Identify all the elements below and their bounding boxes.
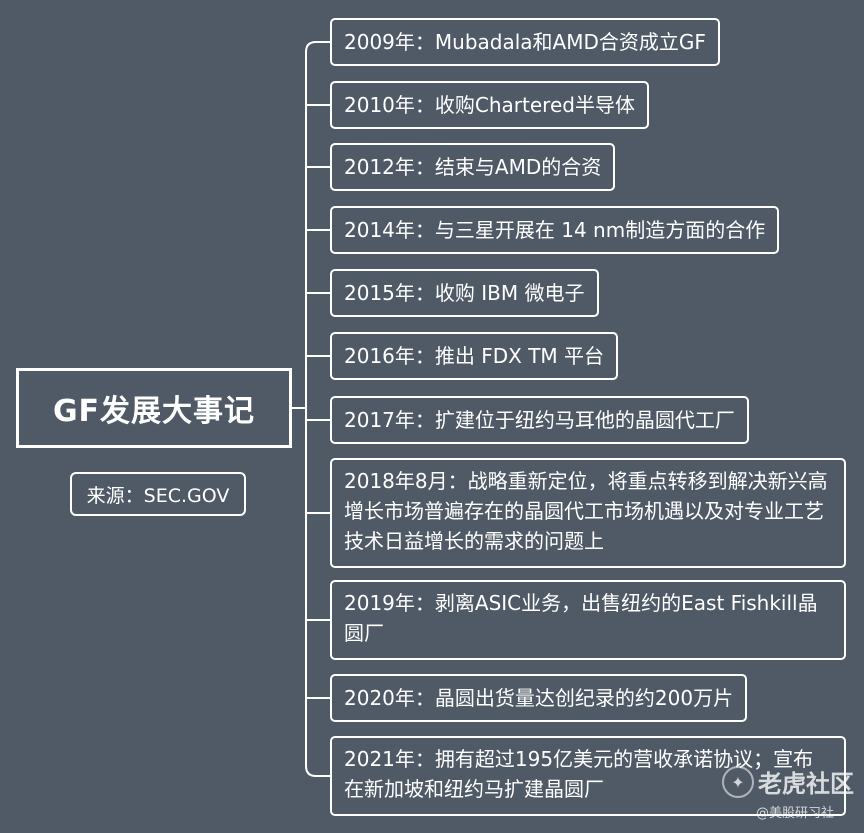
watermark-brand: 老虎社区	[758, 770, 854, 798]
tiger-logo-icon: ✦	[722, 766, 754, 798]
event-node-2016: 2016年：推出 FDX TM 平台	[330, 332, 619, 380]
source-label: 来源：SEC.GOV	[70, 472, 246, 516]
root-node-title: GF发展大事记	[16, 368, 292, 448]
event-node-2010: 2010年：收购Chartered半导体	[330, 81, 649, 129]
event-node-2021: 2021年：拥有超过195亿美元的营收承诺协议；宣布在新加坡和纽约马扩建晶圆厂	[330, 736, 846, 816]
event-node-2019: 2019年：剥离ASIC业务，出售纽约的East Fishkill晶圆厂	[330, 580, 846, 660]
event-node-2009: 2009年：Mubadala和AMD合资成立GF	[330, 18, 720, 66]
branch-line	[305, 765, 330, 777]
event-node-2020: 2020年：晶圆出货量达创纪录的约200万片	[330, 674, 748, 722]
watermark-handle: @美股研习社	[756, 806, 835, 821]
event-node-2017: 2017年：扩建位于纽约马耳他的晶圆代工厂	[330, 396, 749, 444]
event-node-2014: 2014年：与三星开展在 14 nm制造方面的合作	[330, 206, 780, 254]
event-node-2012: 2012年：结束与AMD的合资	[330, 143, 616, 191]
event-node-2015: 2015年：收购 IBM 微电子	[330, 269, 599, 317]
branch-line	[305, 41, 330, 53]
event-node-2018: 2018年8月：战略重新定位，将重点转移到解决新兴高增长市场普遍存在的晶圆代工市…	[330, 458, 846, 568]
watermark: ✦ 老虎社区 @美股研习社	[722, 762, 862, 828]
